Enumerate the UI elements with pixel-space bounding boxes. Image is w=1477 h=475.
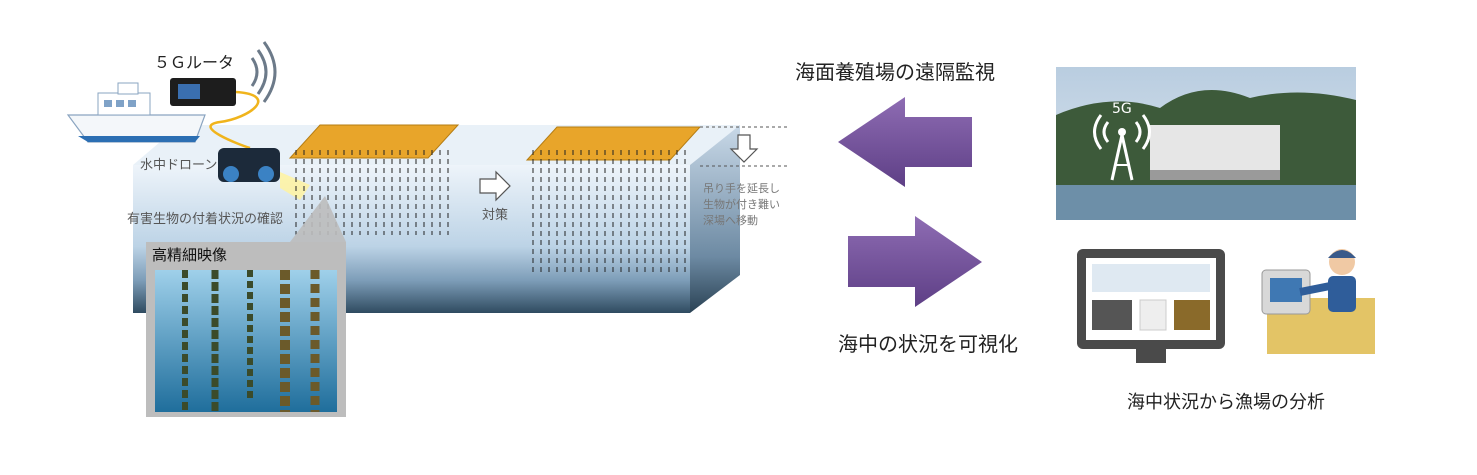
- relocate-line-3: 深場へ移動: [703, 214, 758, 227]
- relocate-line-1: 吊り手を延長し: [703, 182, 780, 195]
- fiveg-label: 5G: [1112, 101, 1132, 117]
- relocate-note: 吊り手を延長し 生物が付き難い 深場へ移動: [703, 181, 780, 229]
- tether-cable: [209, 90, 260, 150]
- boat-illustration: [66, 82, 206, 143]
- relocate-line-2: 生物が付き難い: [703, 198, 780, 211]
- measure-arrow-icon: [479, 170, 511, 202]
- fiveg-tower-icon: [1093, 114, 1151, 181]
- sea-farm-photo: [1056, 67, 1356, 220]
- router-label: ５Ｇルータ: [154, 53, 235, 72]
- underwater-photo: [155, 270, 337, 412]
- oyster-strings: [182, 270, 320, 412]
- visualize-label: 海中の状況を可視化: [838, 332, 1018, 356]
- operator-illustration: [1261, 249, 1375, 354]
- video-callout-pointer: [290, 196, 346, 242]
- measure-label: 対策: [482, 208, 509, 223]
- depth-guide: [700, 126, 790, 167]
- right-arrow-icon: [848, 216, 982, 307]
- underwater-drone: [218, 148, 310, 200]
- remote-monitoring-label: 海面養殖場の遠隔監視: [795, 60, 995, 84]
- hd-video-label: 高精細映像: [152, 246, 228, 264]
- check-label: 有害生物の付着状況の確認: [127, 212, 284, 227]
- raft-left: [288, 124, 460, 159]
- raft-right: [525, 126, 702, 161]
- analysis-label: 海中状況から漁場の分析: [1127, 392, 1325, 413]
- left-arrow-icon: [838, 97, 972, 187]
- monitor-icon: [1077, 249, 1225, 363]
- drone-label: 水中ドローン: [140, 158, 218, 173]
- nets-right: [532, 150, 686, 272]
- router-device: [170, 41, 277, 106]
